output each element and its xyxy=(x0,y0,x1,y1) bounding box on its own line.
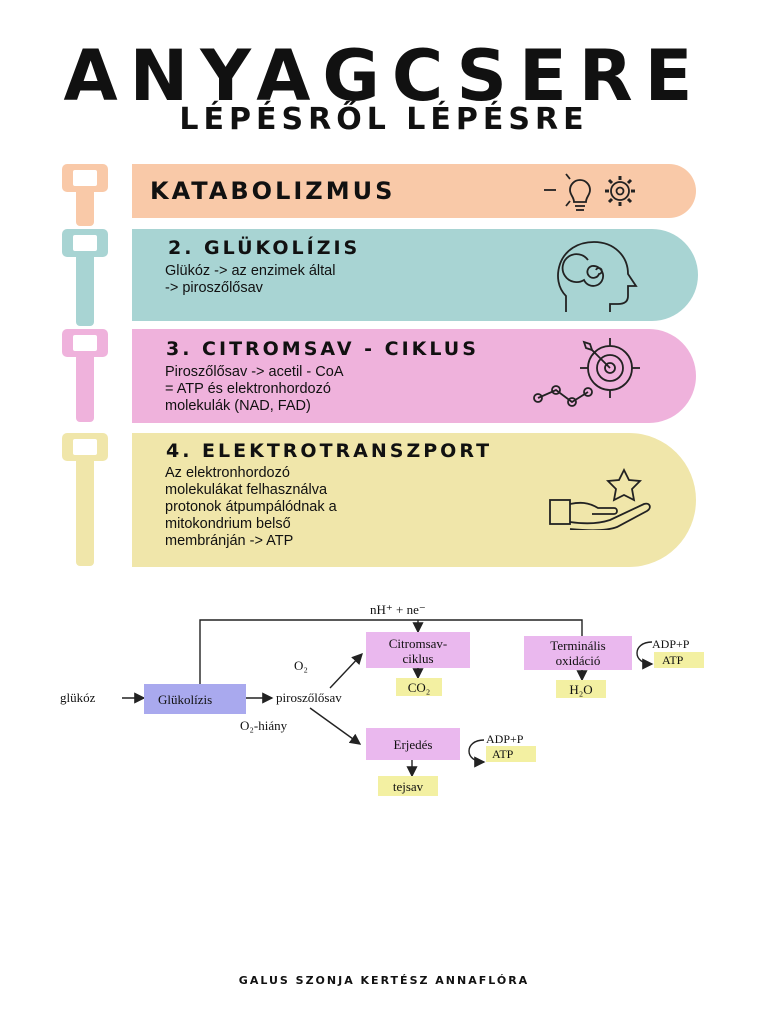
co2-box xyxy=(396,678,442,696)
o2-hiany-label: O₂-hiány xyxy=(240,718,288,733)
h2o-label: H₂O xyxy=(569,682,592,697)
timeline-node-3 xyxy=(62,329,108,357)
step-text-glukolizis: Glükóz -> az enzimek által -> piroszőlős… xyxy=(165,263,336,296)
step-band-katabolizmus xyxy=(132,164,696,218)
atp-top-box xyxy=(654,652,704,668)
piroszolosav-label: piroszőlősav xyxy=(276,690,342,705)
timeline-rail-3 xyxy=(76,340,94,422)
lightbulb-gear-icon xyxy=(544,173,635,211)
step-text-elektrotranszport: Az elektronhordozó molekulákat felhaszná… xyxy=(165,465,337,549)
timeline-node-2 xyxy=(62,229,108,257)
citromsav-label-2: ciklus xyxy=(402,651,433,666)
terminalis-label-1: Terminális xyxy=(550,638,605,653)
atp-top-label: ATP xyxy=(662,653,684,667)
timeline-node-4 xyxy=(62,433,108,461)
step-band-citromsav xyxy=(132,329,696,423)
h2o-box xyxy=(556,680,606,698)
terminalis-box xyxy=(524,636,632,670)
adp-bottom-label: ADP+P xyxy=(486,732,524,746)
step-title-elektrotranszport: 4. ELEKTROTRANSZPORT xyxy=(166,440,493,462)
step-text-citromsav: Piroszőlősav -> acetil - CoA = ATP és el… xyxy=(165,364,344,414)
co2-label: CO₂ xyxy=(408,680,431,695)
adp-top-label: ADP+P xyxy=(652,637,690,651)
timeline-rail-2 xyxy=(76,240,94,326)
metabolism-diagram: nH⁺ + ne⁻ glükóz Glükolízis piroszőlősav… xyxy=(60,602,704,796)
step-title-katabolizmus: KATABOLIZMUS xyxy=(150,177,396,205)
erjedes-label: Erjedés xyxy=(394,737,433,752)
glukolizis-box xyxy=(144,684,246,714)
page-subtitle: LÉPÉSRŐL LÉPÉSRE xyxy=(179,102,589,137)
page-title: ANYAGCSERE xyxy=(63,35,705,117)
nh-ne-label: nH⁺ + ne⁻ xyxy=(370,602,426,617)
tejsav-box xyxy=(378,776,438,796)
target-icon xyxy=(533,338,640,407)
timeline-node-1 xyxy=(62,164,108,192)
step-title-citromsav: 3. CITROMSAV - CIKLUS xyxy=(166,338,479,360)
o2-label: O₂ xyxy=(294,658,308,673)
glukoz-label: glükóz xyxy=(60,690,96,705)
step-title-glukolizis: 2. GLÜKOLÍZIS xyxy=(168,237,361,259)
erjedes-box xyxy=(366,728,460,760)
citromsav-box xyxy=(366,632,470,668)
atp-bottom-label: ATP xyxy=(492,747,514,761)
timeline-rail-4 xyxy=(76,444,94,566)
glukolizis-label: Glükolízis xyxy=(158,692,212,707)
authors-footer: GALUS SZONJA KERTÉSZ ANNAFLÓRA xyxy=(238,974,530,987)
head-spiral-icon xyxy=(557,241,638,312)
tejsav-label: tejsav xyxy=(393,779,424,794)
citromsav-label-1: Citromsav- xyxy=(389,636,448,651)
atp-bottom-box xyxy=(486,746,536,762)
step-band-elektrotranszport xyxy=(132,433,696,567)
hand-star-icon xyxy=(549,467,651,530)
terminalis-label-2: oxidáció xyxy=(556,653,601,668)
